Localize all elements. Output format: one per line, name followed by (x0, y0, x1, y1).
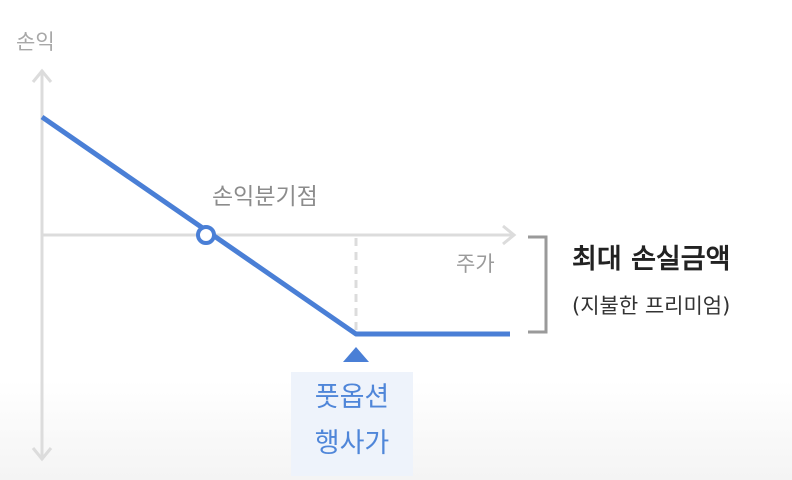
max-loss-bracket (528, 235, 548, 334)
breakeven-marker (196, 225, 216, 245)
strike-price-label-box: 풋옵션 행사가 (291, 372, 413, 476)
y-axis-arrow-up (31, 68, 53, 83)
max-loss-title: 최대 손실금액 (572, 244, 731, 275)
strike-label-line2: 행사가 (314, 428, 390, 459)
strike-triangle-marker (343, 347, 369, 362)
x-axis-label: 주가 (456, 252, 495, 276)
max-loss-subtitle: (지불한 프리미엄) (572, 294, 731, 318)
strike-label-line1: 풋옵션 (314, 382, 390, 413)
breakeven-label: 손익분기점 (212, 184, 318, 210)
y-axis-arrow-down (31, 447, 53, 462)
y-axis-label: 손익 (16, 30, 55, 54)
payoff-line (40, 114, 510, 337)
x-axis-arrow (502, 224, 517, 246)
